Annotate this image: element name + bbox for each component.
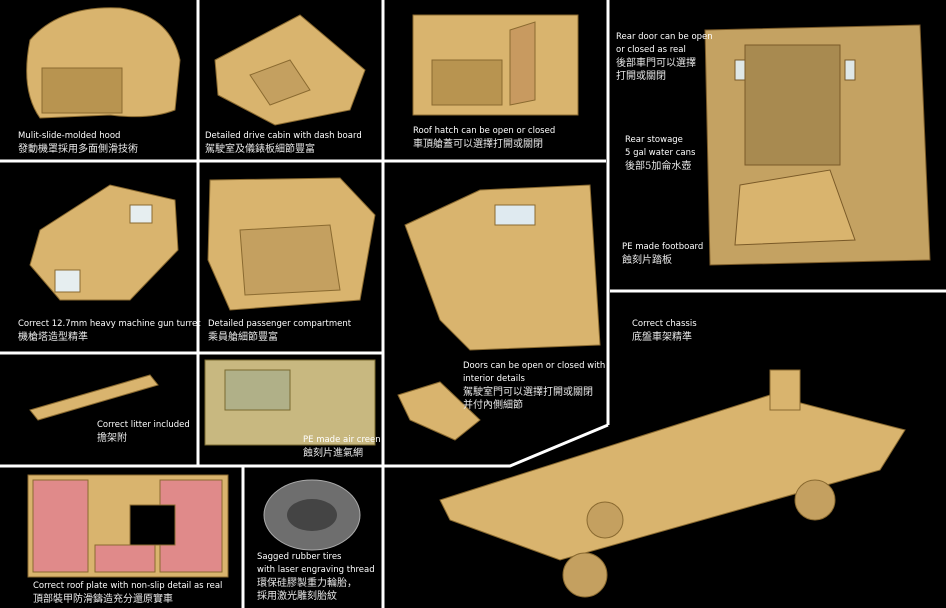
turret-model bbox=[29, 184, 179, 301]
caption-en: Rear door can be open bbox=[616, 32, 713, 42]
caption-roof-hatch: Roof hatch can be open or closed 車頂艙蓋可以選… bbox=[413, 125, 555, 151]
caption-turret: Correct 12.7mm heavy machine gun turret … bbox=[18, 318, 201, 344]
caption-zh: 蝕刻片進氣網 bbox=[303, 448, 363, 459]
caption-zh: 駕駛室及儀錶板細節豐富 bbox=[205, 144, 315, 155]
caption-en: Doors can be open or closed with bbox=[463, 361, 606, 371]
caption-zh: 後部車門可以選擇 bbox=[616, 58, 696, 69]
caption-en: with laser engraving thread bbox=[257, 565, 375, 575]
caption-zh: 乘員艙細節豐富 bbox=[208, 332, 278, 343]
caption-en: Correct roof plate with non-slip detail … bbox=[33, 581, 223, 591]
caption-footboard: PE made footboard 蝕刻片踏板 bbox=[622, 241, 703, 267]
caption-en: Detailed passenger compartment bbox=[208, 319, 352, 329]
caption-en: PE made air creen bbox=[303, 435, 381, 445]
roof-hatch-model bbox=[412, 14, 579, 116]
caption-en: Correct chassis bbox=[632, 319, 697, 329]
litter-model bbox=[29, 374, 159, 421]
caption-zh: 機槍塔造型精準 bbox=[18, 332, 88, 343]
caption-zh: 駕駛室門可以選擇打開或關閉 bbox=[463, 387, 593, 398]
doors-cabin-model bbox=[397, 184, 601, 441]
roof-plate-model bbox=[27, 474, 229, 578]
chassis-model bbox=[439, 369, 906, 598]
caption-zh: 採用激光雕刻胎紋 bbox=[257, 591, 337, 602]
caption-zh: 打開或關閉 bbox=[616, 71, 666, 82]
caption-zh: 頂部裝甲防滑鑄造充分還原實車 bbox=[33, 594, 173, 605]
caption-zh: 環保硅膠製重力輪胎， bbox=[257, 578, 357, 589]
caption-zh: 蝕刻片踏板 bbox=[622, 255, 672, 266]
rear-door-model bbox=[704, 24, 931, 266]
caption-zh: 發動機罩採用多面側滑技術 bbox=[18, 144, 138, 155]
air-screen-model bbox=[204, 359, 376, 446]
caption-zh: 後部5加侖水壺 bbox=[625, 161, 692, 172]
caption-rear-door: Rear door can be open or closed as real … bbox=[616, 31, 713, 83]
caption-roof-plate: Correct roof plate with non-slip detail … bbox=[33, 580, 222, 606]
caption-zh: 車頂艙蓋可以選擇打開或關閉 bbox=[413, 139, 543, 150]
caption-cabin: Detailed drive cabin with dash board 駕駛室… bbox=[205, 130, 362, 156]
caption-en: Detailed drive cabin with dash board bbox=[205, 131, 362, 141]
caption-en: or closed as real bbox=[616, 45, 686, 55]
caption-tires: Sagged rubber tires with laser engraving… bbox=[257, 551, 375, 603]
caption-en: Correct litter included bbox=[97, 420, 190, 430]
caption-doors: Doors can be open or closed with interio… bbox=[463, 360, 605, 412]
cabin-model bbox=[214, 14, 366, 126]
caption-en: 5 gal water cans bbox=[625, 148, 696, 158]
caption-en: Rear stowage bbox=[625, 135, 683, 145]
caption-en: Sagged rubber tires bbox=[257, 552, 342, 562]
hood-model bbox=[26, 7, 181, 119]
caption-rear-stowage: Rear stowage 5 gal water cans 後部5加侖水壺 bbox=[625, 134, 695, 173]
caption-zh: 擔架附 bbox=[97, 433, 127, 444]
caption-chassis: Correct chassis 底盤車架精準 bbox=[632, 318, 697, 344]
caption-zh: 并付內側細節 bbox=[463, 400, 523, 411]
caption-litter: Correct litter included 擔架附 bbox=[97, 419, 190, 445]
caption-air-screen: PE made air creen 蝕刻片進氣網 bbox=[303, 434, 381, 460]
caption-en: Correct 12.7mm heavy machine gun turret bbox=[18, 319, 201, 329]
caption-en: interior details bbox=[463, 374, 525, 384]
passenger-compartment-model bbox=[207, 177, 376, 311]
caption-en: Roof hatch can be open or closed bbox=[413, 126, 556, 136]
caption-hood: Mulit-slide-molded hood 發動機罩採用多面側滑技術 bbox=[18, 130, 138, 156]
caption-en: PE made footboard bbox=[622, 242, 704, 252]
caption-zh: 底盤車架精準 bbox=[632, 332, 692, 343]
tire-model bbox=[263, 479, 361, 551]
caption-en: Mulit-slide-molded hood bbox=[18, 131, 121, 141]
caption-passenger: Detailed passenger compartment 乘員艙細節豐富 bbox=[208, 318, 351, 344]
